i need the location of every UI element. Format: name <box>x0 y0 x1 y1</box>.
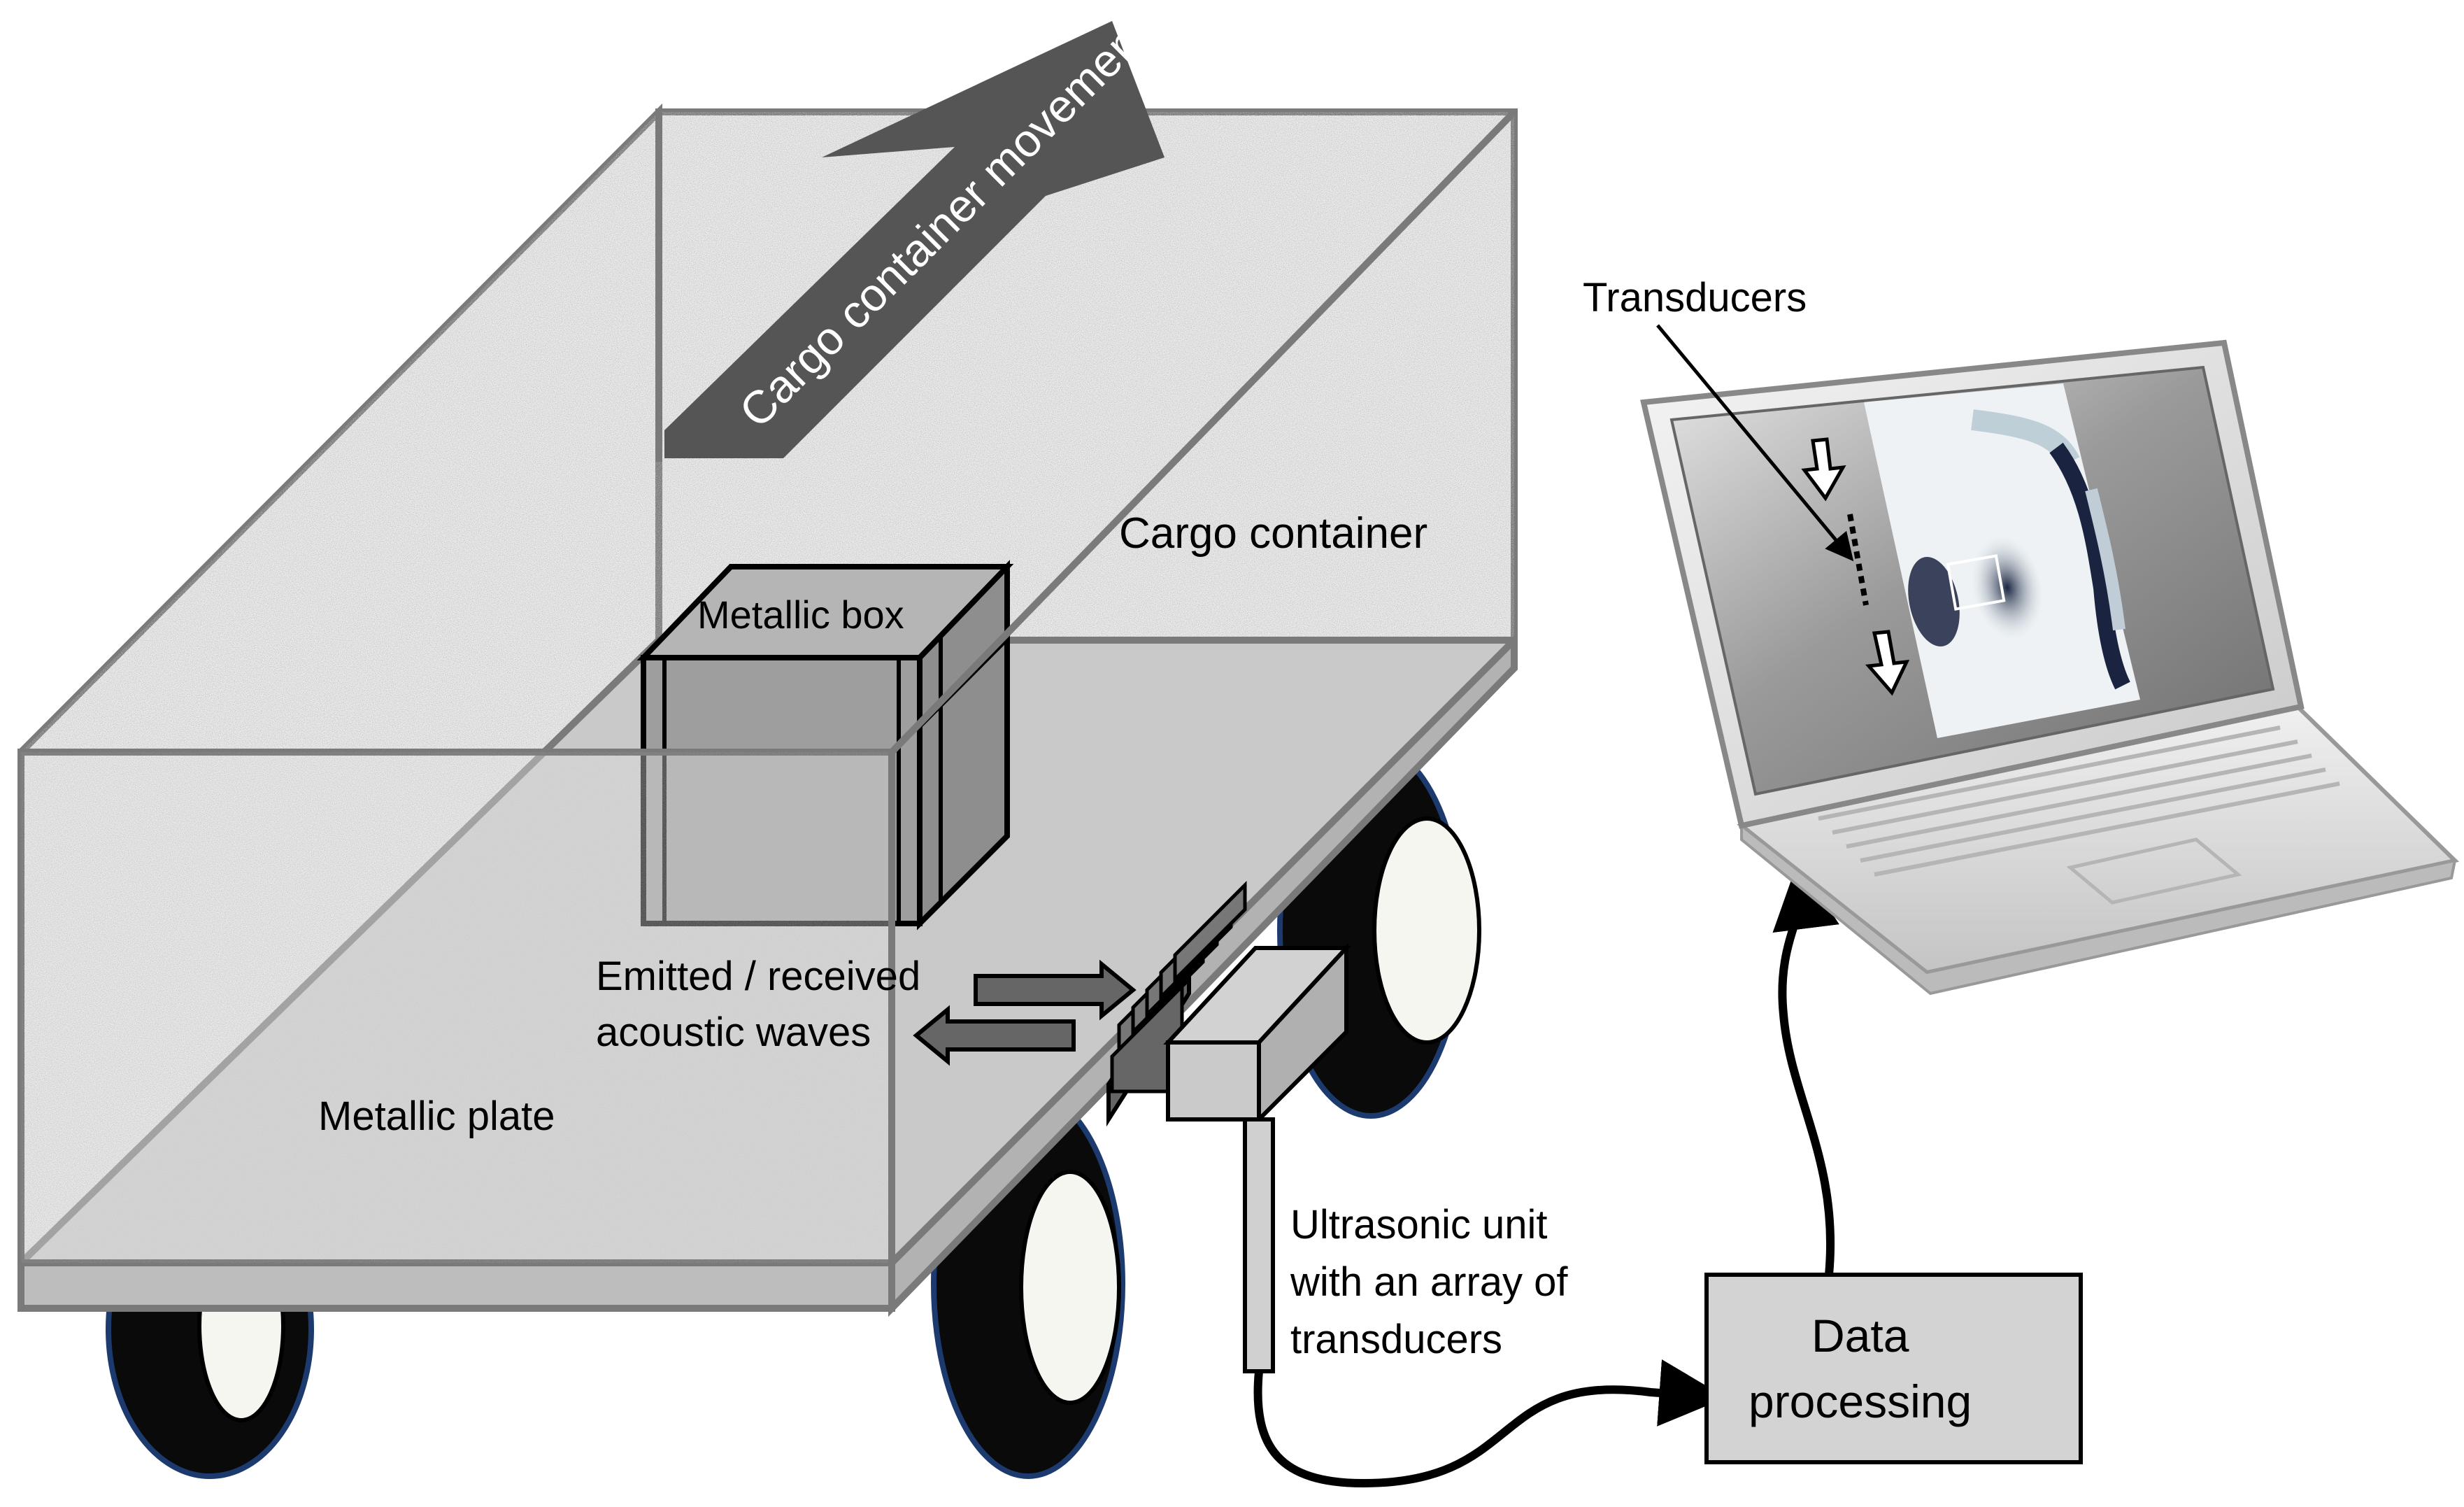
waves-label-line2: acoustic waves <box>596 1010 871 1055</box>
waves-label-line1: Emitted / received <box>596 954 920 999</box>
unit-label-line3: transducers <box>1290 1317 1502 1362</box>
transducers-label: Transducers <box>1583 275 1807 320</box>
processing-to-laptop-cable <box>1772 861 1839 1275</box>
unit-pole <box>1243 1117 1275 1373</box>
received-wave-arrow <box>913 1005 1076 1066</box>
container-label: Cargo container <box>1119 509 1427 558</box>
plate-edge-side <box>888 631 1518 1317</box>
unit-label-line1: Ultrasonic unit <box>1290 1202 1547 1247</box>
transducers-pointer <box>1656 324 1854 562</box>
laptop <box>1640 339 2460 996</box>
box-label: Metallic box <box>697 593 904 637</box>
plate-edge-front <box>17 1259 895 1312</box>
unit-to-processing-cable <box>1253 1359 1727 1488</box>
emitted-wave-arrow <box>974 959 1137 1021</box>
cargo-container <box>17 103 1518 1317</box>
transducer-line <box>1847 514 1869 606</box>
ultrasonic-unit <box>1106 880 1351 1373</box>
unit-label-line2: with an array of <box>1290 1259 1568 1305</box>
data-processing-box: Data processing <box>1704 1273 2083 1464</box>
processing-label-line1: Data <box>1811 1310 1909 1361</box>
scan-direction-arrows <box>1801 437 1910 696</box>
laptop-trackpad <box>2066 837 2242 905</box>
laptop-keyboard <box>1818 726 2340 877</box>
plate-label: Metallic plate <box>318 1094 555 1139</box>
processing-label-line2: processing <box>1749 1375 1972 1427</box>
